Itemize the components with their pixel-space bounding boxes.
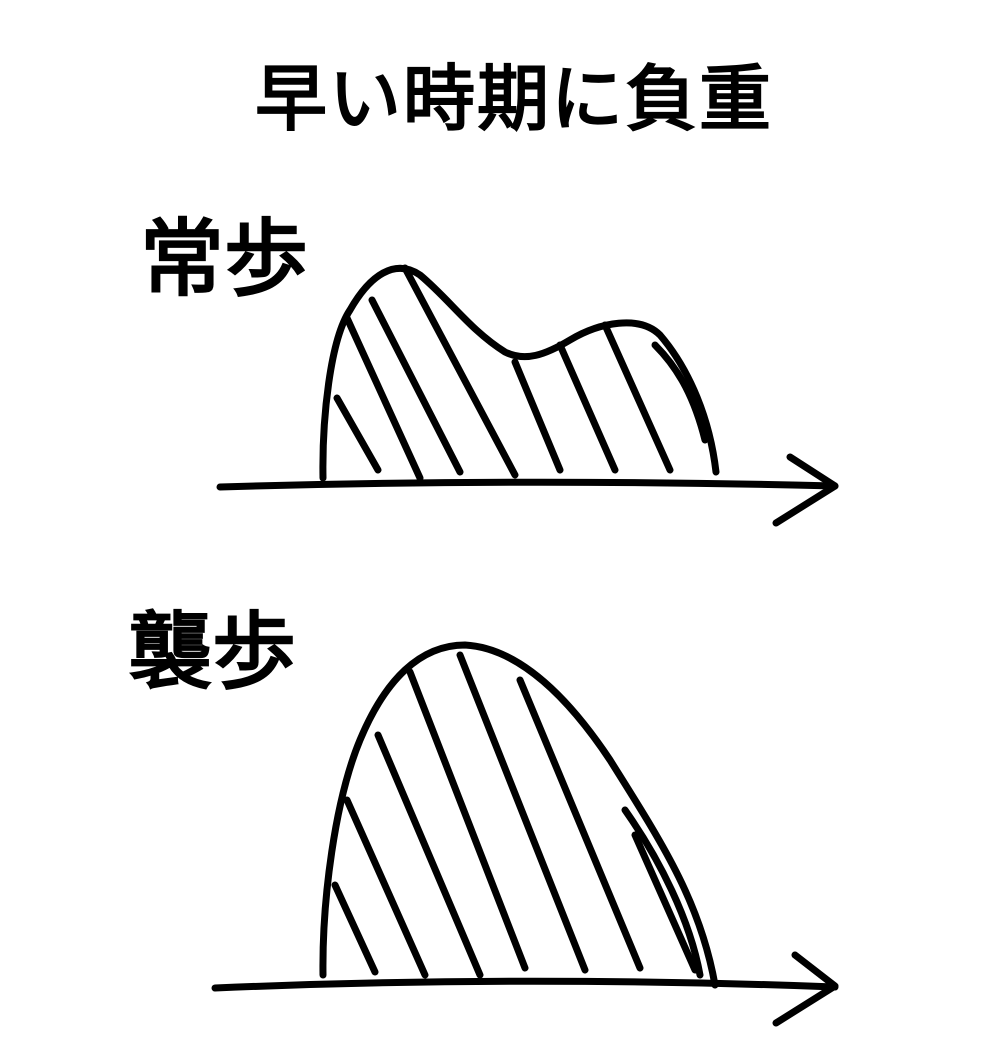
gallop-axis	[211, 977, 839, 992]
label-walk: 常歩	[140, 210, 309, 308]
gallop-load-curve	[319, 641, 719, 989]
walk-load-curve	[319, 264, 720, 482]
walk-axis-arrowhead	[772, 453, 839, 527]
walk-hatching	[333, 264, 674, 482]
gallop-axis-arrowhead	[772, 951, 839, 1027]
gallop-inner-stroke	[621, 806, 704, 979]
diagram-title: 早い時期に負重	[255, 57, 774, 141]
walk-load-graph	[216, 264, 839, 527]
gallop-load-graph	[211, 641, 839, 1027]
walk-inner-stroke	[651, 341, 709, 444]
gallop-hatching	[331, 651, 699, 979]
label-gallop: 襲歩	[128, 603, 297, 701]
walk-axis	[216, 478, 839, 491]
